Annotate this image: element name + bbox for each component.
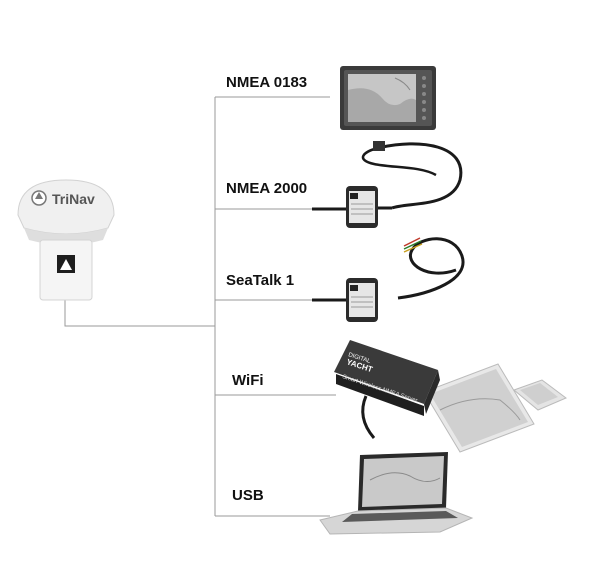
wireless-nmea-server: DIGITAL YACHT Smart Wireless NMEA Server — [334, 340, 567, 453]
nmea2000-gateway — [312, 141, 463, 228]
phone — [513, 379, 567, 411]
connector-lines — [64, 96, 336, 517]
label-usb: USB — [232, 487, 264, 504]
antenna-feed-line — [64, 300, 215, 327]
chartplotter-display — [340, 66, 436, 130]
gps-antenna: TriNav — [17, 179, 115, 301]
label-nmea-0183: NMEA 0183 — [226, 74, 308, 91]
tablet — [423, 363, 535, 453]
label-seatalk-1: SeaTalk 1 — [226, 272, 295, 289]
laptop — [319, 452, 474, 535]
label-wifi: WiFi — [232, 372, 264, 389]
seatalk-wire-ends-icon — [403, 237, 423, 253]
seatalk-converter — [312, 237, 465, 322]
laptop-screen — [362, 456, 444, 507]
nmea2000-plug-icon — [373, 141, 385, 151]
antenna-brand-label: TriNav — [52, 191, 95, 207]
label-nmea-2000: NMEA 2000 — [226, 180, 308, 197]
